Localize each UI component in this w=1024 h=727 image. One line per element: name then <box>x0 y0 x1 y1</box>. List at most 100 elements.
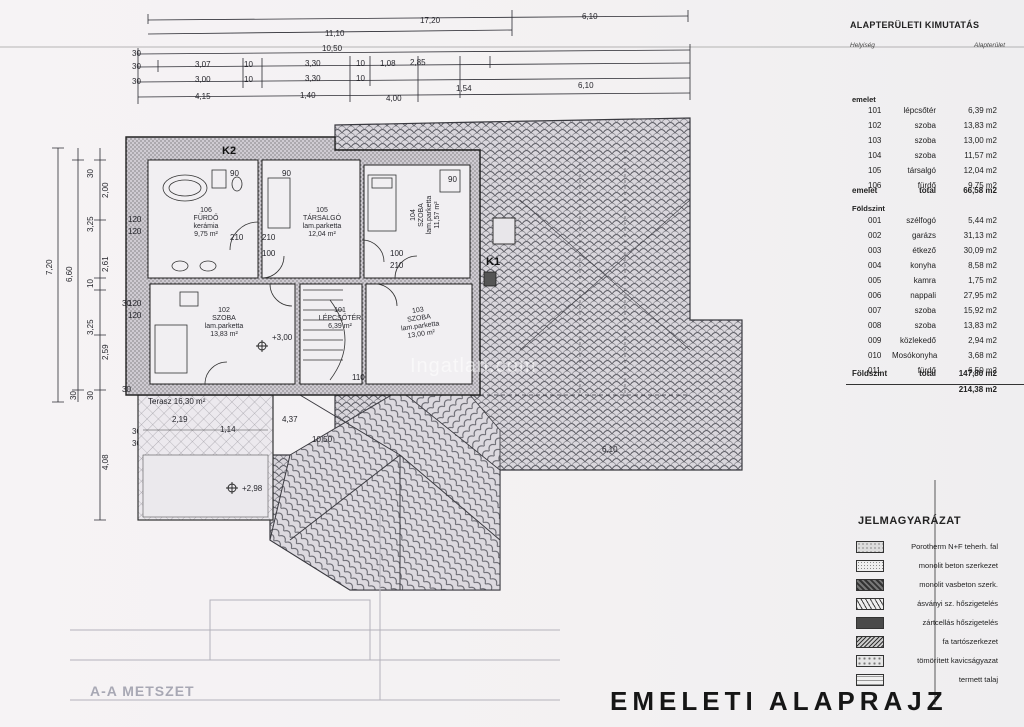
room-101-name: LÉPCSŐTÉR <box>319 313 361 322</box>
area-row-code: 008 <box>868 321 882 330</box>
zigzag-swatch-icon <box>856 598 884 610</box>
dim-210-a: 210 <box>230 233 244 242</box>
dim-4-37: 4,37 <box>282 415 298 424</box>
area-table-ground-total: Földszint total 147,80 m2 <box>846 369 1024 382</box>
room-104-name: SZOBA <box>418 203 425 227</box>
area-row-area: 6,39 m2 <box>968 106 997 115</box>
dim-2-19: 2,19 <box>172 415 188 424</box>
room-102-name: SZOBA <box>212 315 236 322</box>
dim-10-left: 10 <box>86 279 95 288</box>
dim-6-10-bottom: 6,10 <box>578 81 594 90</box>
area-row-code: 011 <box>868 366 881 375</box>
room-103-code: 103 <box>412 306 425 315</box>
dim-2-85: 2,85 <box>410 58 426 67</box>
area-row-name: Mosókonyha <box>892 351 938 360</box>
plan-misc-labels: K2 K1 +3,00 +2,98 Terasz 16,30 m² 90 90 … <box>122 145 618 493</box>
legend-title: JELMAGYARÁZAT <box>858 515 962 527</box>
gravel-swatch-icon <box>856 655 884 667</box>
area-row-code: 002 <box>868 231 882 240</box>
area-row-area: 13,83 m2 <box>963 321 997 330</box>
fixtures <box>154 169 461 385</box>
roof-window <box>492 217 516 245</box>
top-dimension-labels: 17,20 6,10 11,10 30 10,50 30 3,07 10 3,3… <box>132 12 598 103</box>
dim-10-c: 10 <box>244 75 253 84</box>
dim-6-10-plan: 6,10 <box>602 445 618 454</box>
legend-item: monolit vasbeton szerk. <box>838 576 1024 596</box>
dim-7-20: 7,20 <box>45 259 54 275</box>
area-row-area: 12,04 m2 <box>963 166 997 175</box>
area-row-code: 101 <box>868 106 882 115</box>
area-row-code: 105 <box>868 166 882 175</box>
dim-30-left-e: 30 <box>132 439 141 448</box>
dim-10-50: 10,50 <box>322 44 343 53</box>
bed-icon-2 <box>154 324 188 374</box>
dark-hatch-swatch-icon <box>856 579 884 591</box>
sink-icon <box>171 260 189 272</box>
terrace-label: Terasz 16,30 m² <box>148 397 206 406</box>
area-table-grand-total: 214,38 m2 <box>846 384 1024 398</box>
dim-4-08: 4,08 <box>101 454 110 470</box>
area-row-name: szoba <box>914 136 936 145</box>
area-row-area: 13,83 m2 <box>963 121 997 130</box>
dim-4-00: 4,00 <box>386 94 402 103</box>
dim-10-b: 10 <box>356 59 365 68</box>
level-plus-3-00: +3,00 <box>272 333 293 342</box>
level-plus-2-98: +2,98 <box>242 484 263 493</box>
legend-item-label: zártcellás hőszigetelés <box>922 618 998 627</box>
area-row-code: 001 <box>868 216 882 225</box>
area-row-code: 007 <box>868 306 882 315</box>
area-row-code: 006 <box>868 291 882 300</box>
area-row-code: 009 <box>868 336 882 345</box>
room-105-finish: lam.parketta <box>303 223 342 230</box>
dim-2-59: 2,59 <box>101 344 110 360</box>
dim-10-d: 10 <box>356 74 365 83</box>
sink-icon-2 <box>199 260 217 272</box>
area-row-name: szoba <box>914 121 936 130</box>
legend-item-label: ásványi sz. hőszigetelés <box>917 599 998 608</box>
legend-item: fa tartószerkezet <box>838 633 1024 653</box>
legend-item: Porotherm N+F teherh. fal <box>838 538 1024 558</box>
dim-120-a: 120 <box>128 215 142 224</box>
legend-item-label: monolit vasbeton szerk. <box>919 580 998 589</box>
legend-item-label: tömörített kavicságyazat <box>917 656 998 665</box>
area-table-ground-label: Földszint <box>852 204 885 213</box>
room-102-area: 13,83 m² <box>210 331 238 338</box>
area-row-name: társalgó <box>907 166 936 175</box>
chimney-k1 <box>483 271 497 287</box>
dim-30-b: 30 <box>132 62 141 71</box>
area-table: ALAPTERÜLETI KIMUTATÁS Helyiség Alapterü… <box>846 18 1024 403</box>
dim-1-08: 1,08 <box>380 59 396 68</box>
legend-item-label: termett talaj <box>958 675 998 684</box>
dim-3-25-b: 3,25 <box>86 319 95 335</box>
dim-90-b: 90 <box>282 169 291 178</box>
legend-item: termett talaj <box>838 671 1024 691</box>
dim-90-a: 90 <box>230 169 239 178</box>
dim-4-15: 4,15 <box>195 92 211 101</box>
area-row-area: 15,92 m2 <box>963 306 997 315</box>
room-104-finish: lam.parketta <box>426 196 433 235</box>
area-row-name: fürdő <box>917 181 936 190</box>
area-row-name: garázs <box>911 231 936 240</box>
roof-tiles <box>269 117 743 591</box>
dim-120-b: 120 <box>128 227 142 236</box>
dim-30-plan-a: 30 <box>122 299 131 308</box>
area-row-name: szélfogó <box>906 216 936 225</box>
dim-3-25-a: 3,25 <box>86 216 95 232</box>
dim-30-left-b: 30 <box>69 391 78 400</box>
ground-total-label: Földszint <box>852 369 888 378</box>
bathtub-icon <box>162 174 208 202</box>
area-row-name: étkező <box>912 246 936 255</box>
room-101-code: 101 <box>334 307 346 314</box>
room-101-area: 6,39 m² <box>328 323 352 330</box>
legend-item-label: monolit beton szerkezet <box>918 561 998 570</box>
soil-swatch-icon <box>856 674 884 686</box>
area-row-name: szoba <box>914 151 936 160</box>
